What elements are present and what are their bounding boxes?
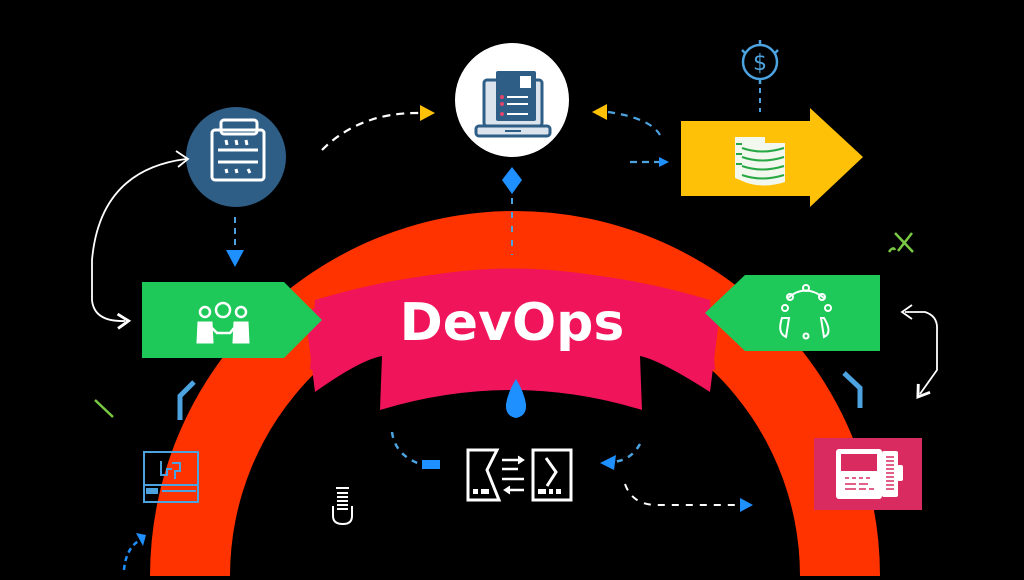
arrowhead-icon [592,104,607,120]
dollar-icon: $ [753,51,767,76]
arrowhead-icon [420,105,435,121]
dashed-connector [122,538,141,571]
loop-arrow [905,311,938,400]
arrowhead-icon [136,533,146,546]
arrowhead-icon [600,455,616,470]
dashed-connector [607,110,661,136]
dashed-connector [321,111,421,151]
diagram-title: DevOps [400,293,625,353]
bracket-accent [177,380,196,420]
connector-diamond [502,167,522,194]
arrowhead-icon [226,250,244,267]
test-node[interactable] [332,487,353,526]
team-people-icon [196,301,250,344]
circuit-panel-icon [143,451,199,503]
lime-dash-accent [94,399,114,418]
build-node[interactable] [143,451,199,503]
arrowhead-icon [659,157,669,167]
devops-banner [305,268,720,410]
operate-card[interactable] [814,438,922,510]
devices-sync-icon [466,448,573,502]
drop-icon [505,379,527,418]
database-stack-icon [735,137,785,186]
loop-arrow-head [175,150,190,168]
dashed-connector [609,443,642,464]
connector-block [422,460,440,469]
laptop-document-icon [474,71,552,138]
arrowhead-icon [740,498,753,512]
cost-node[interactable]: $ [741,40,779,112]
code-node[interactable] [455,43,569,157]
collaborate-tag[interactable] [142,282,322,358]
dashed-connector [390,431,421,466]
release-arrow[interactable] [681,108,863,207]
deploy-node[interactable] [466,448,573,502]
headset-network-icon [779,284,832,340]
loop-arrow [91,158,187,330]
loop-arrow-head [900,304,913,320]
bracket-accent [842,371,863,408]
monitor-tag[interactable] [705,275,880,351]
terminal-machine-icon [836,449,903,499]
lime-x-accent [887,232,914,253]
plan-node[interactable] [186,107,286,207]
test-tube-icon [332,487,353,526]
document-clipboard-icon [210,118,266,182]
dashed-connector [624,483,740,506]
